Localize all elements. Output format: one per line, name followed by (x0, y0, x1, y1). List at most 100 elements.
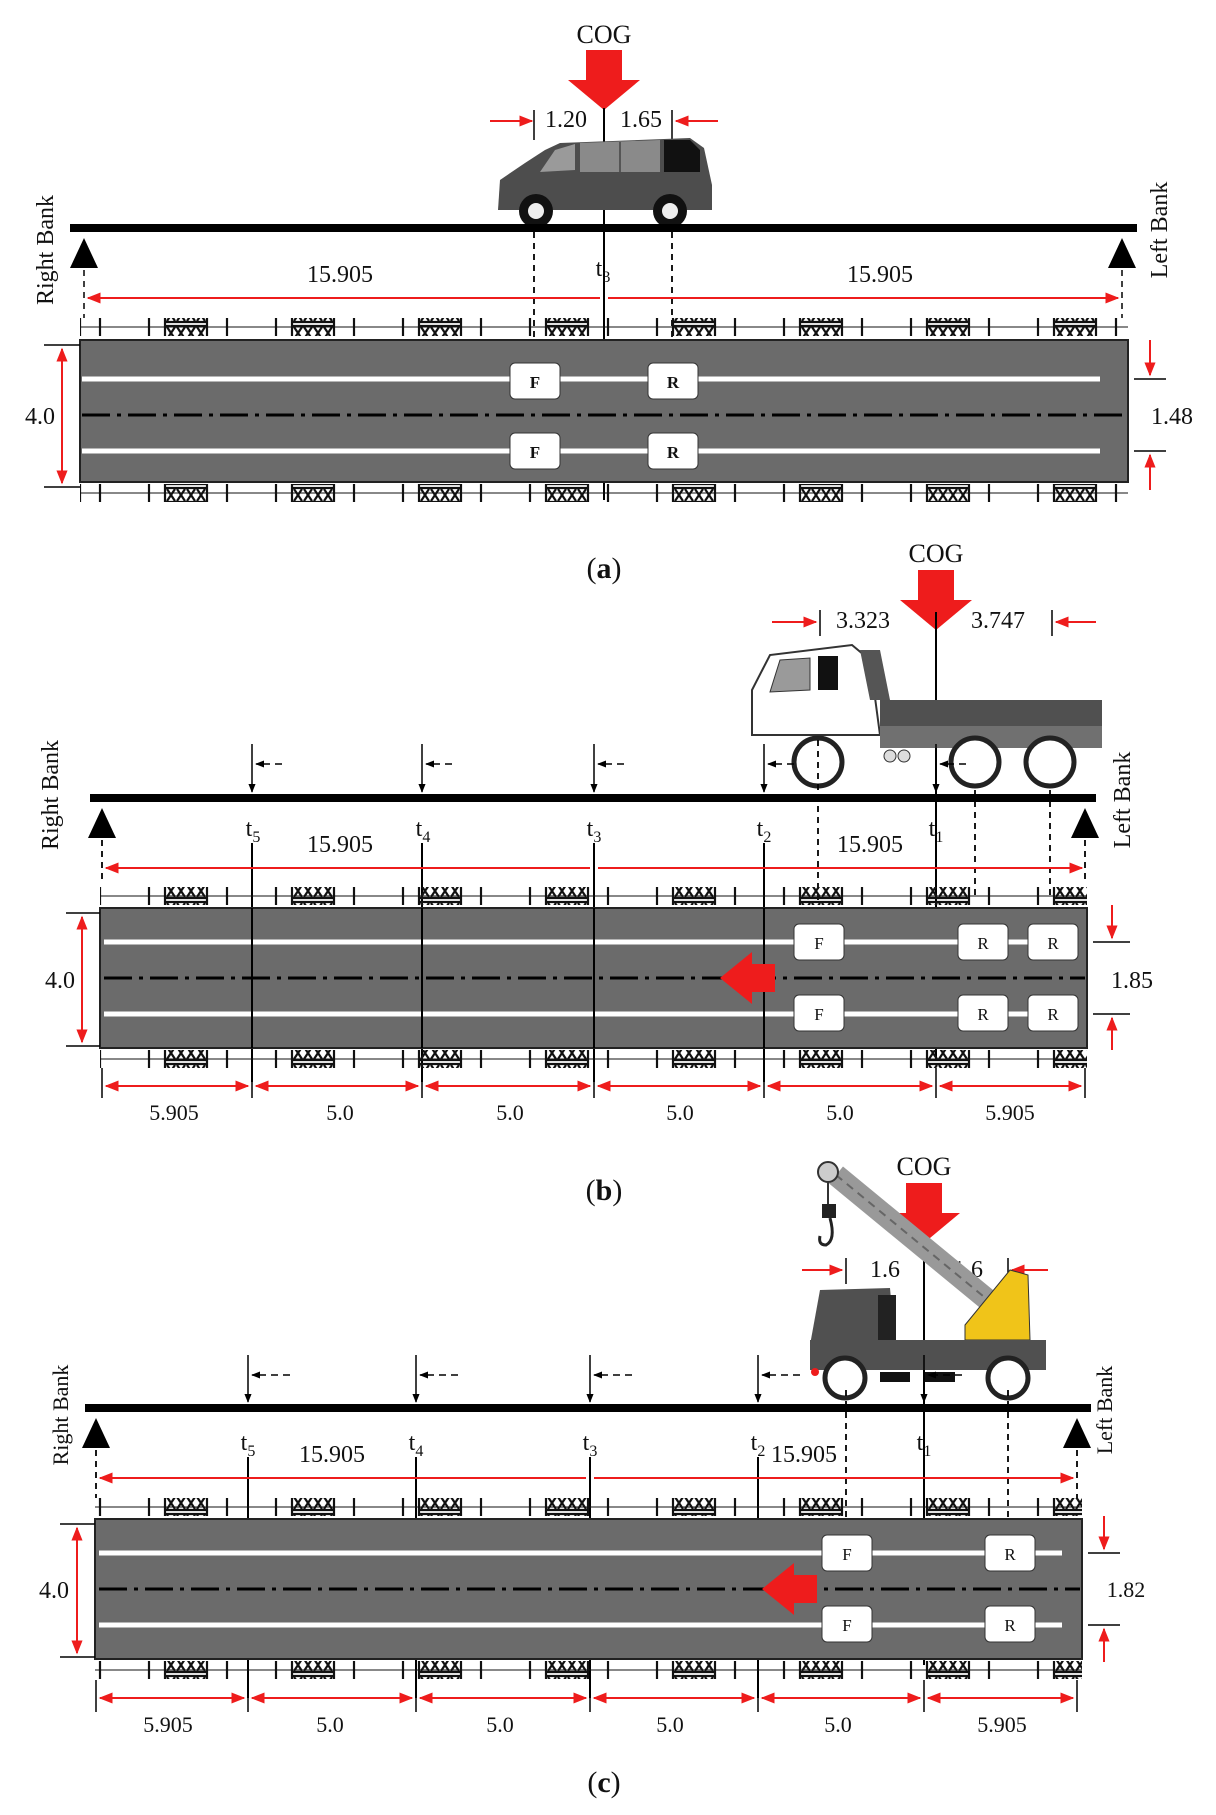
wheel-rear-1 (647, 362, 699, 400)
caption-b: (b) (586, 1174, 623, 1207)
t2-label: t2 (751, 1430, 766, 1460)
width-label: 4.0 (45, 968, 75, 994)
seg-label-2: 5.0 (316, 1712, 344, 1737)
track-label: 1.82 (1107, 1577, 1146, 1602)
span-left-label: 15.905 (307, 832, 373, 858)
wheel-label: R (977, 1005, 989, 1024)
dim-front-label: 3.323 (836, 608, 890, 634)
wheel-label: F (842, 1616, 851, 1635)
t1-label: t1 (917, 1430, 932, 1460)
seg-label-3: 5.0 (496, 1100, 524, 1125)
dim-rear-label: 1.65 (620, 107, 662, 133)
wheel-front-2 (793, 994, 845, 1032)
wheel-rear-4 (1027, 994, 1079, 1032)
wheel-front-1 (821, 1534, 873, 1572)
wheel-label: R (1047, 1005, 1059, 1024)
wheel-label: R (977, 934, 989, 953)
seg-label-5: 5.0 (824, 1712, 852, 1737)
bridge-beam (70, 224, 1137, 232)
wheel-rear-2 (1027, 923, 1079, 961)
seg-label-5: 5.0 (826, 1100, 854, 1125)
panel-c: COG 1.6 1.6 Right Bank Lef (39, 1152, 1145, 1799)
segment-dims (101, 1068, 1086, 1098)
wheel-label: F (530, 373, 540, 392)
right-bank-label: Right Bank (33, 195, 59, 305)
wheel-rear-2 (984, 1605, 1036, 1643)
wheel-label: R (1004, 1545, 1016, 1564)
support-right-bank (70, 238, 98, 268)
t-stations (244, 1355, 962, 1403)
left-bank-label: Left Bank (1092, 1366, 1117, 1455)
track-label: 1.85 (1111, 968, 1153, 994)
support-left-bank (1063, 1418, 1091, 1448)
span-right-label: 15.905 (837, 832, 903, 858)
t5-label: t5 (241, 1430, 256, 1460)
caption-a: (a) (587, 552, 622, 585)
wheel-front-2 (509, 432, 561, 470)
panel-b: COG 3.323 3.747 Right Bank Left Bank (38, 539, 1153, 1207)
t3-label: t3 (583, 1430, 598, 1460)
axle-dashed-lines (95, 1390, 1078, 1520)
wheel-rear-1 (984, 1534, 1036, 1572)
seg-label-3: 5.0 (486, 1712, 514, 1737)
seg-label-6: 5.905 (985, 1100, 1035, 1125)
dim-rear-label: 3.747 (971, 608, 1025, 634)
wheel-rear-2 (647, 432, 699, 470)
axle-dashed-lines (101, 740, 1086, 900)
support-left-bank (1108, 238, 1136, 268)
wheel-label: R (1004, 1616, 1016, 1635)
wheel-front-1 (793, 923, 845, 961)
left-bank-label: Left Bank (1147, 182, 1173, 279)
wheel-rear-3 (957, 994, 1009, 1032)
crane-truck-icon (810, 1161, 1046, 1401)
t4-label: t4 (416, 816, 431, 846)
t5-label: t5 (246, 816, 261, 846)
left-bank-label: Left Bank (1110, 752, 1136, 849)
cog-label: COG (577, 20, 632, 49)
span-right-label: 15.905 (771, 1442, 837, 1468)
dim-front-label: 1.6 (870, 1257, 900, 1283)
dim-front-label: 1.20 (545, 107, 587, 133)
seg-label-2: 5.0 (326, 1100, 354, 1125)
wheel-front-1 (509, 362, 561, 400)
seg-label-1: 5.905 (149, 1100, 199, 1125)
seg-label-1: 5.905 (143, 1712, 193, 1737)
span-left-label: 15.905 (307, 262, 373, 288)
wheel-label: F (842, 1545, 851, 1564)
t2-label: t2 (757, 816, 772, 846)
span-left-label: 15.905 (299, 1442, 365, 1468)
wheel-rear-1 (957, 923, 1009, 961)
cog-label: COG (909, 539, 964, 568)
wheel-label: R (667, 373, 680, 392)
right-bank-label: Right Bank (38, 740, 64, 850)
width-label: 4.0 (39, 1578, 69, 1604)
travel-direction-arrow (762, 1563, 817, 1615)
travel-direction-arrow (720, 952, 775, 1004)
wheel-label: F (814, 1005, 823, 1024)
dump-truck-icon (751, 643, 1102, 789)
wheel-label: F (530, 443, 540, 462)
span-right-label: 15.905 (847, 262, 913, 288)
t3-label: t3 (587, 816, 602, 846)
cog-label: COG (897, 1152, 952, 1181)
cog-arrow (900, 570, 972, 630)
segment-dims (95, 1680, 1078, 1712)
seg-label-4: 5.0 (656, 1712, 684, 1737)
t1-label: t1 (929, 816, 944, 846)
support-right-bank (88, 808, 116, 838)
width-label: 4.0 (25, 404, 55, 430)
caption-c: (c) (587, 1766, 620, 1799)
wheel-label: R (1047, 934, 1059, 953)
seg-label-4: 5.0 (666, 1100, 694, 1125)
bridge-beam (85, 1404, 1091, 1412)
right-bank-label: Right Bank (48, 1365, 73, 1466)
cog-arrow (568, 50, 640, 110)
support-right-bank (82, 1418, 110, 1448)
seg-label-6: 5.905 (977, 1712, 1027, 1737)
van-icon (498, 138, 712, 228)
bridge-beam (90, 794, 1096, 802)
t-stations (248, 744, 966, 793)
panel-a: COG 1.20 1.65 Right Bank Left Bank (25, 20, 1193, 585)
bridge-deck (79, 339, 1129, 483)
